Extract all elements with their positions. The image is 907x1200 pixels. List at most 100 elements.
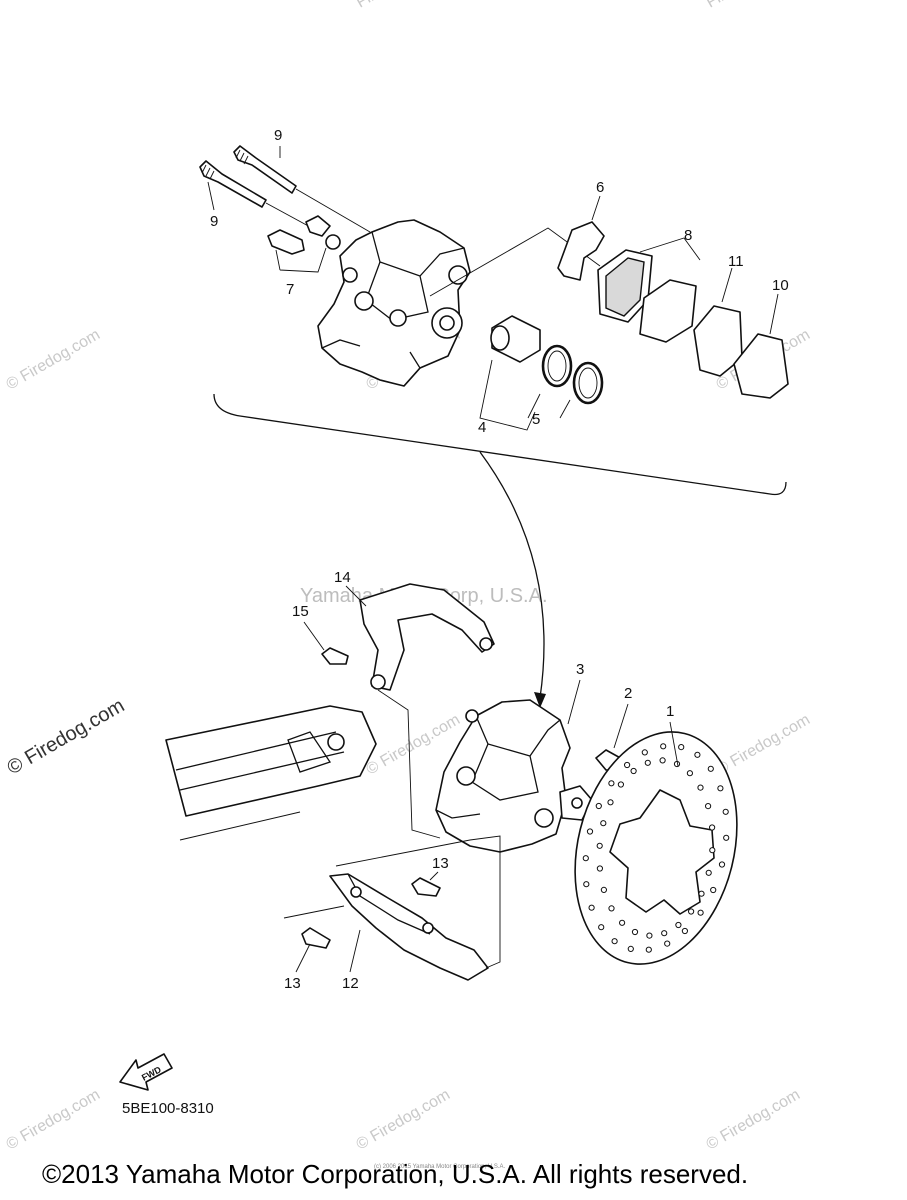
disc-hole: [717, 785, 724, 792]
guard-bolt-upper: [411, 877, 441, 897]
installed-view: [165, 583, 738, 981]
callout-11: 11: [728, 253, 744, 270]
callout-10: 10: [772, 277, 789, 294]
watermark-firedog: © Firedog.com: [4, 1086, 104, 1153]
callout-13-upper: 13: [432, 855, 449, 872]
callout-14: 14: [334, 569, 351, 586]
diagram-code: 5BE100-8310: [122, 1100, 214, 1117]
guard-bolt-lower: [301, 927, 331, 949]
disc-hole: [645, 946, 652, 953]
disc-hole: [646, 932, 653, 939]
piston-seals: [541, 344, 604, 405]
swingarm: [165, 705, 377, 841]
watermark-firedog: © Firedog.com: [4, 695, 129, 780]
caliper-bracket: [359, 583, 495, 691]
bracket-bolt: [321, 647, 349, 665]
caliper-assembly: [435, 699, 593, 853]
disc-hole: [709, 824, 716, 831]
callout-layer: 9 9 7 6 8 11 10 4 5 14 15 3 2 1 13 13 12: [207, 127, 789, 992]
watermark-firedog-top: Firedog.com: [354, 0, 440, 11]
disc-hole: [681, 927, 689, 935]
callout-6: 6: [596, 179, 604, 196]
disc-hole: [608, 780, 615, 787]
disc-hole: [607, 799, 614, 806]
disc-hole: [698, 890, 705, 897]
disc-hole: [644, 759, 651, 766]
disc-hole: [611, 938, 618, 945]
disc-hole: [600, 886, 608, 894]
callout-1: 1: [666, 703, 674, 720]
disc-hole: [705, 803, 712, 810]
assembly-connector-arrow: [479, 451, 546, 708]
disc-hole: [617, 781, 625, 788]
watermark-firedog-top: Firedog.com: [704, 0, 790, 11]
callout-7: 7: [286, 281, 294, 298]
pad-shim-outer: [733, 333, 789, 399]
disc-hole: [595, 802, 602, 810]
callout-2: 2: [624, 685, 632, 702]
disc-hole: [675, 921, 682, 929]
disc-hole: [630, 767, 637, 775]
disc-hole: [641, 749, 648, 756]
disc-hole: [710, 886, 717, 894]
disc-hole: [709, 847, 716, 854]
disc-holes: [582, 743, 730, 953]
watermark-firedog: © Firedog.com: [354, 1086, 454, 1153]
disc-hole: [582, 855, 589, 862]
disc-hole: [707, 765, 714, 772]
disc-hole: [661, 930, 668, 937]
disc-hole: [596, 865, 604, 872]
disc-hole: [586, 828, 594, 835]
disc-hole: [694, 751, 701, 758]
watermark-firedog: © Firedog.com: [714, 711, 814, 778]
exploded-view-bracket: [213, 393, 787, 496]
callout-9-lower: 9: [210, 213, 218, 230]
brake-disc: [574, 731, 738, 965]
disc-hole: [722, 808, 729, 815]
callout-8: 8: [684, 227, 692, 244]
disc-hole: [631, 928, 639, 936]
disc-hole: [718, 861, 726, 868]
disc-hole: [600, 820, 607, 827]
callout-13-lower: 13: [284, 975, 301, 992]
copyright-notice: ©2013 Yamaha Motor Corporation, U.S.A. A…: [42, 1159, 748, 1189]
disc-hole: [660, 743, 667, 750]
callout-3: 3: [576, 661, 584, 678]
caliper-body-exploded: [317, 219, 471, 387]
caliper-pin-lower: [199, 160, 267, 208]
caliper-piston: [490, 315, 541, 363]
bleed-screw: [267, 215, 341, 255]
watermark-firedog: © Firedog.com: [704, 1086, 804, 1153]
disc-hole: [723, 834, 730, 841]
caliper-exploded-assembly: [199, 145, 789, 496]
disc-hole: [697, 784, 704, 791]
watermark-firedog: © Firedog.com: [4, 326, 104, 393]
disc-hole: [688, 908, 695, 915]
brake-pad-kit: [597, 249, 697, 343]
disc-hole: [588, 904, 595, 911]
callout-15: 15: [292, 603, 309, 620]
disc-hole: [659, 757, 666, 764]
callout-4: 4: [478, 419, 486, 436]
disc-hole: [583, 881, 590, 888]
disc-hole: [619, 919, 626, 926]
disc-hole: [624, 761, 631, 769]
forward-arrow: FWD: [119, 1053, 173, 1091]
disc-hole: [678, 744, 685, 751]
disc-hole: [627, 945, 634, 953]
pad-spring: [557, 221, 605, 281]
disc-hole: [608, 905, 615, 912]
caliper-pin-upper: [233, 145, 297, 194]
disc-hole: [705, 869, 712, 876]
watermark-tiny-footer: (c) 2006 2015 Yamaha Motor Corporation, …: [374, 1164, 506, 1170]
callout-12: 12: [342, 975, 359, 992]
watermark-layer: © Firedog.com © Firedog.com © Firedog.co…: [4, 0, 814, 1153]
caliper-guard: [329, 873, 489, 981]
disc-hole: [596, 842, 603, 849]
disc-hole: [697, 909, 704, 916]
disc-hole: [686, 770, 694, 777]
callout-5: 5: [532, 411, 540, 428]
disc-hole: [664, 940, 671, 947]
callout-9-upper: 9: [274, 127, 282, 144]
